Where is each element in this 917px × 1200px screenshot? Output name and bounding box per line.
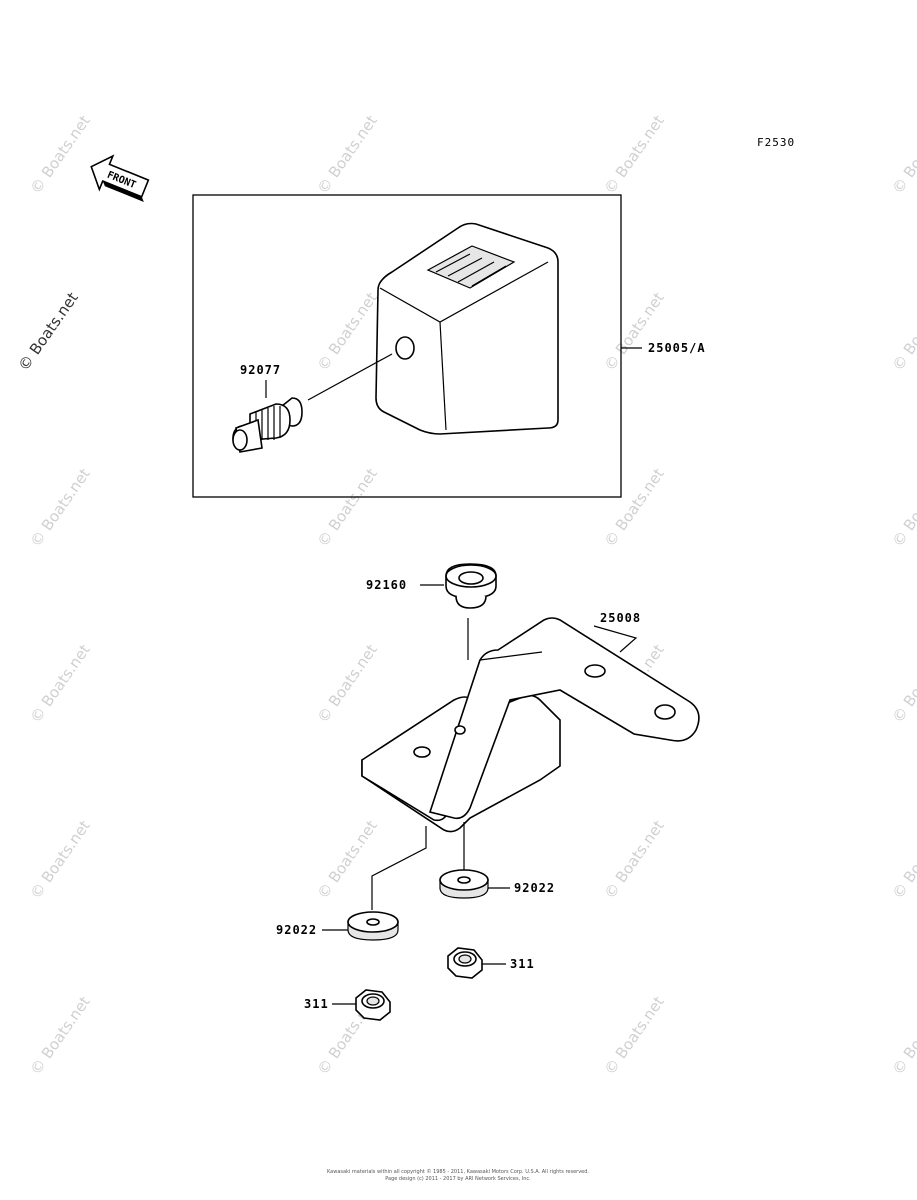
label-92022-left: 92022: [276, 923, 317, 937]
label-25008: 25008: [600, 611, 641, 625]
washer-left-part: [347, 911, 399, 941]
meter-unit: [375, 222, 559, 435]
label-25005A: 25005/A: [648, 341, 706, 355]
copyright-line-2: Page design (c) 2011 - 2017 by ARI Netwo…: [385, 1176, 531, 1182]
washer-right-part: [439, 869, 489, 899]
label-311-right: 311: [510, 957, 535, 971]
label-92022-right: 92022: [514, 881, 555, 895]
watermark: © Boats.net: [889, 112, 917, 197]
grommet-part: [445, 563, 497, 609]
watermark: © Boats.net: [601, 112, 668, 197]
bracket-part: [361, 617, 700, 833]
watermark: © Boats.net: [601, 289, 668, 374]
watermark: © Boats.net: [27, 817, 94, 902]
watermark: © Boats.net: [601, 993, 668, 1078]
label-92077: 92077: [240, 363, 281, 377]
watermark: © Boats.net: [314, 289, 381, 374]
watermark: © Boats.net: [601, 465, 668, 550]
watermark: © Boats.net: [889, 465, 917, 550]
meter-gear-hole: [395, 336, 415, 360]
watermark: © Boats.net: [27, 112, 94, 197]
watermark: © Boats.net: [889, 817, 917, 902]
watermark: © Boats.net: [314, 112, 381, 197]
watermark: © Boats.net: [314, 465, 381, 550]
watermark: © Boats.net: [27, 993, 94, 1078]
meter-frame: [192, 194, 622, 498]
watermark: © Boats.net: [889, 993, 917, 1078]
nut-left-part: [355, 989, 391, 1021]
watermark: © Boats.net: [601, 817, 668, 902]
watermark: © Boats.net: [889, 289, 917, 374]
front-arrow-icon: FRONT: [90, 154, 150, 202]
watermark-dark: © Boats.net: [15, 289, 82, 374]
watermark: © Boats.net: [27, 641, 94, 726]
watermark: © Boats.net: [314, 641, 381, 726]
label-311-left: 311: [304, 997, 329, 1011]
label-92160: 92160: [366, 578, 407, 592]
copyright-line-1: Kawasaki materials within all copyright …: [327, 1168, 589, 1175]
nut-right-part: [447, 947, 483, 979]
figure-code: F2530: [757, 136, 795, 149]
watermark: © Boats.net: [889, 641, 917, 726]
watermark: © Boats.net: [27, 465, 94, 550]
watermark: © Boats.net: [314, 817, 381, 902]
gear-part: [232, 353, 393, 453]
